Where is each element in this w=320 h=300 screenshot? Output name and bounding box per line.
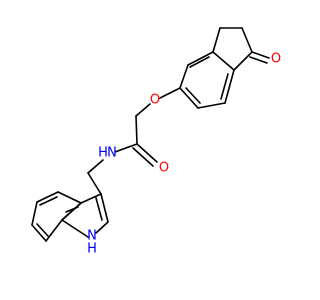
bond	[185, 87, 201, 104]
bond	[39, 196, 58, 206]
bond	[224, 69, 235, 104]
bond	[31, 201, 38, 226]
bond	[179, 87, 199, 109]
bond	[95, 221, 109, 234]
bond	[36, 191, 59, 203]
bond	[61, 202, 82, 221]
bond	[179, 64, 189, 89]
bond	[57, 191, 82, 204]
bond	[251, 51, 270, 59]
atom-labels: O O O H N N H	[87, 52, 281, 257]
bond	[45, 219, 63, 242]
amide-hydrogen-label: H	[98, 146, 108, 161]
bond	[95, 197, 103, 221]
indole-nitrogen-label: N	[87, 229, 97, 244]
bond	[135, 115, 138, 145]
indole-hydrogen-label: H	[87, 242, 97, 257]
bond	[159, 87, 181, 99]
bond	[136, 143, 158, 163]
bond	[87, 172, 102, 195]
amide-oxygen-label: O	[159, 161, 169, 176]
ether-oxygen-label: O	[150, 93, 160, 108]
bond	[249, 56, 268, 64]
bond	[212, 27, 221, 53]
ketone-oxygen-label: O	[271, 52, 281, 67]
bond	[212, 51, 235, 71]
bond	[80, 193, 102, 204]
bond-layer	[31, 27, 270, 242]
bond	[189, 56, 210, 68]
bond	[61, 219, 89, 238]
bond	[233, 51, 253, 71]
bond	[114, 143, 138, 153]
bond	[87, 159, 104, 174]
bond	[100, 193, 109, 223]
bond	[65, 206, 79, 213]
bond	[36, 223, 49, 237]
bond	[132, 147, 154, 167]
bond	[187, 51, 214, 66]
amide-nitrogen-label: N	[107, 146, 117, 161]
bond	[197, 102, 226, 109]
bond	[241, 27, 253, 53]
bond	[31, 224, 47, 242]
structure-canvas: O O O H N N H	[31, 27, 281, 257]
bond	[135, 103, 151, 117]
bond	[220, 73, 229, 100]
